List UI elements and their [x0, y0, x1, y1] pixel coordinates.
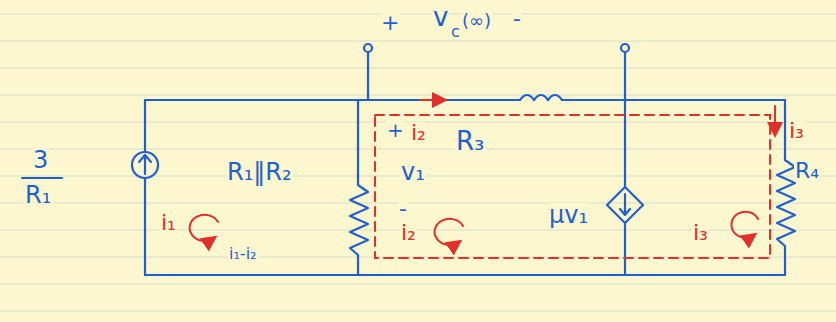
dependent-source: [607, 100, 643, 275]
polarity-sign: -: [398, 198, 408, 220]
voltage-subscript: c: [450, 24, 461, 40]
source-value: R₁: [24, 183, 52, 207]
mesh-current: i₃: [692, 222, 709, 244]
wire: [145, 274, 785, 276]
current-arrow: [420, 99, 444, 101]
mesh-current: i₂: [400, 222, 417, 244]
current-source: [132, 152, 158, 178]
resistor-name: R₄: [794, 160, 820, 182]
terminal: [364, 44, 372, 52]
source-value: 3: [32, 148, 49, 172]
supermesh-loop: [375, 115, 770, 258]
source-arrow: [620, 194, 630, 215]
wire: [368, 52, 625, 100]
source-gain: μv₁: [548, 203, 589, 227]
current-name: i₂: [410, 122, 427, 144]
polarity-sign: +: [380, 12, 400, 34]
polarity-sign: +: [386, 120, 405, 140]
mesh-arrow: [190, 215, 218, 241]
voltage-argument: (∞): [461, 12, 492, 30]
resistor-name: R₃: [455, 128, 486, 154]
mesh-arrow: [731, 212, 758, 238]
source-arrow: [139, 155, 151, 174]
wire-r3: [145, 95, 785, 100]
current-arrow: [774, 106, 776, 134]
mesh-arrow: [435, 219, 463, 245]
current-name: i₃: [788, 120, 805, 142]
terminal: [621, 44, 629, 52]
mesh-current: i₁: [160, 212, 177, 234]
fraction-bar: [22, 177, 62, 179]
resistor-name: R₁‖R₂: [226, 160, 293, 184]
branch-current: i₁-i₂: [228, 246, 258, 262]
voltage-name: v: [432, 4, 449, 30]
voltage-name: v₁: [400, 160, 426, 184]
ruled-lines: [0, 14, 836, 311]
wire: [144, 100, 146, 275]
resistor-symbol: [350, 100, 368, 275]
polarity-sign: -: [512, 8, 522, 30]
